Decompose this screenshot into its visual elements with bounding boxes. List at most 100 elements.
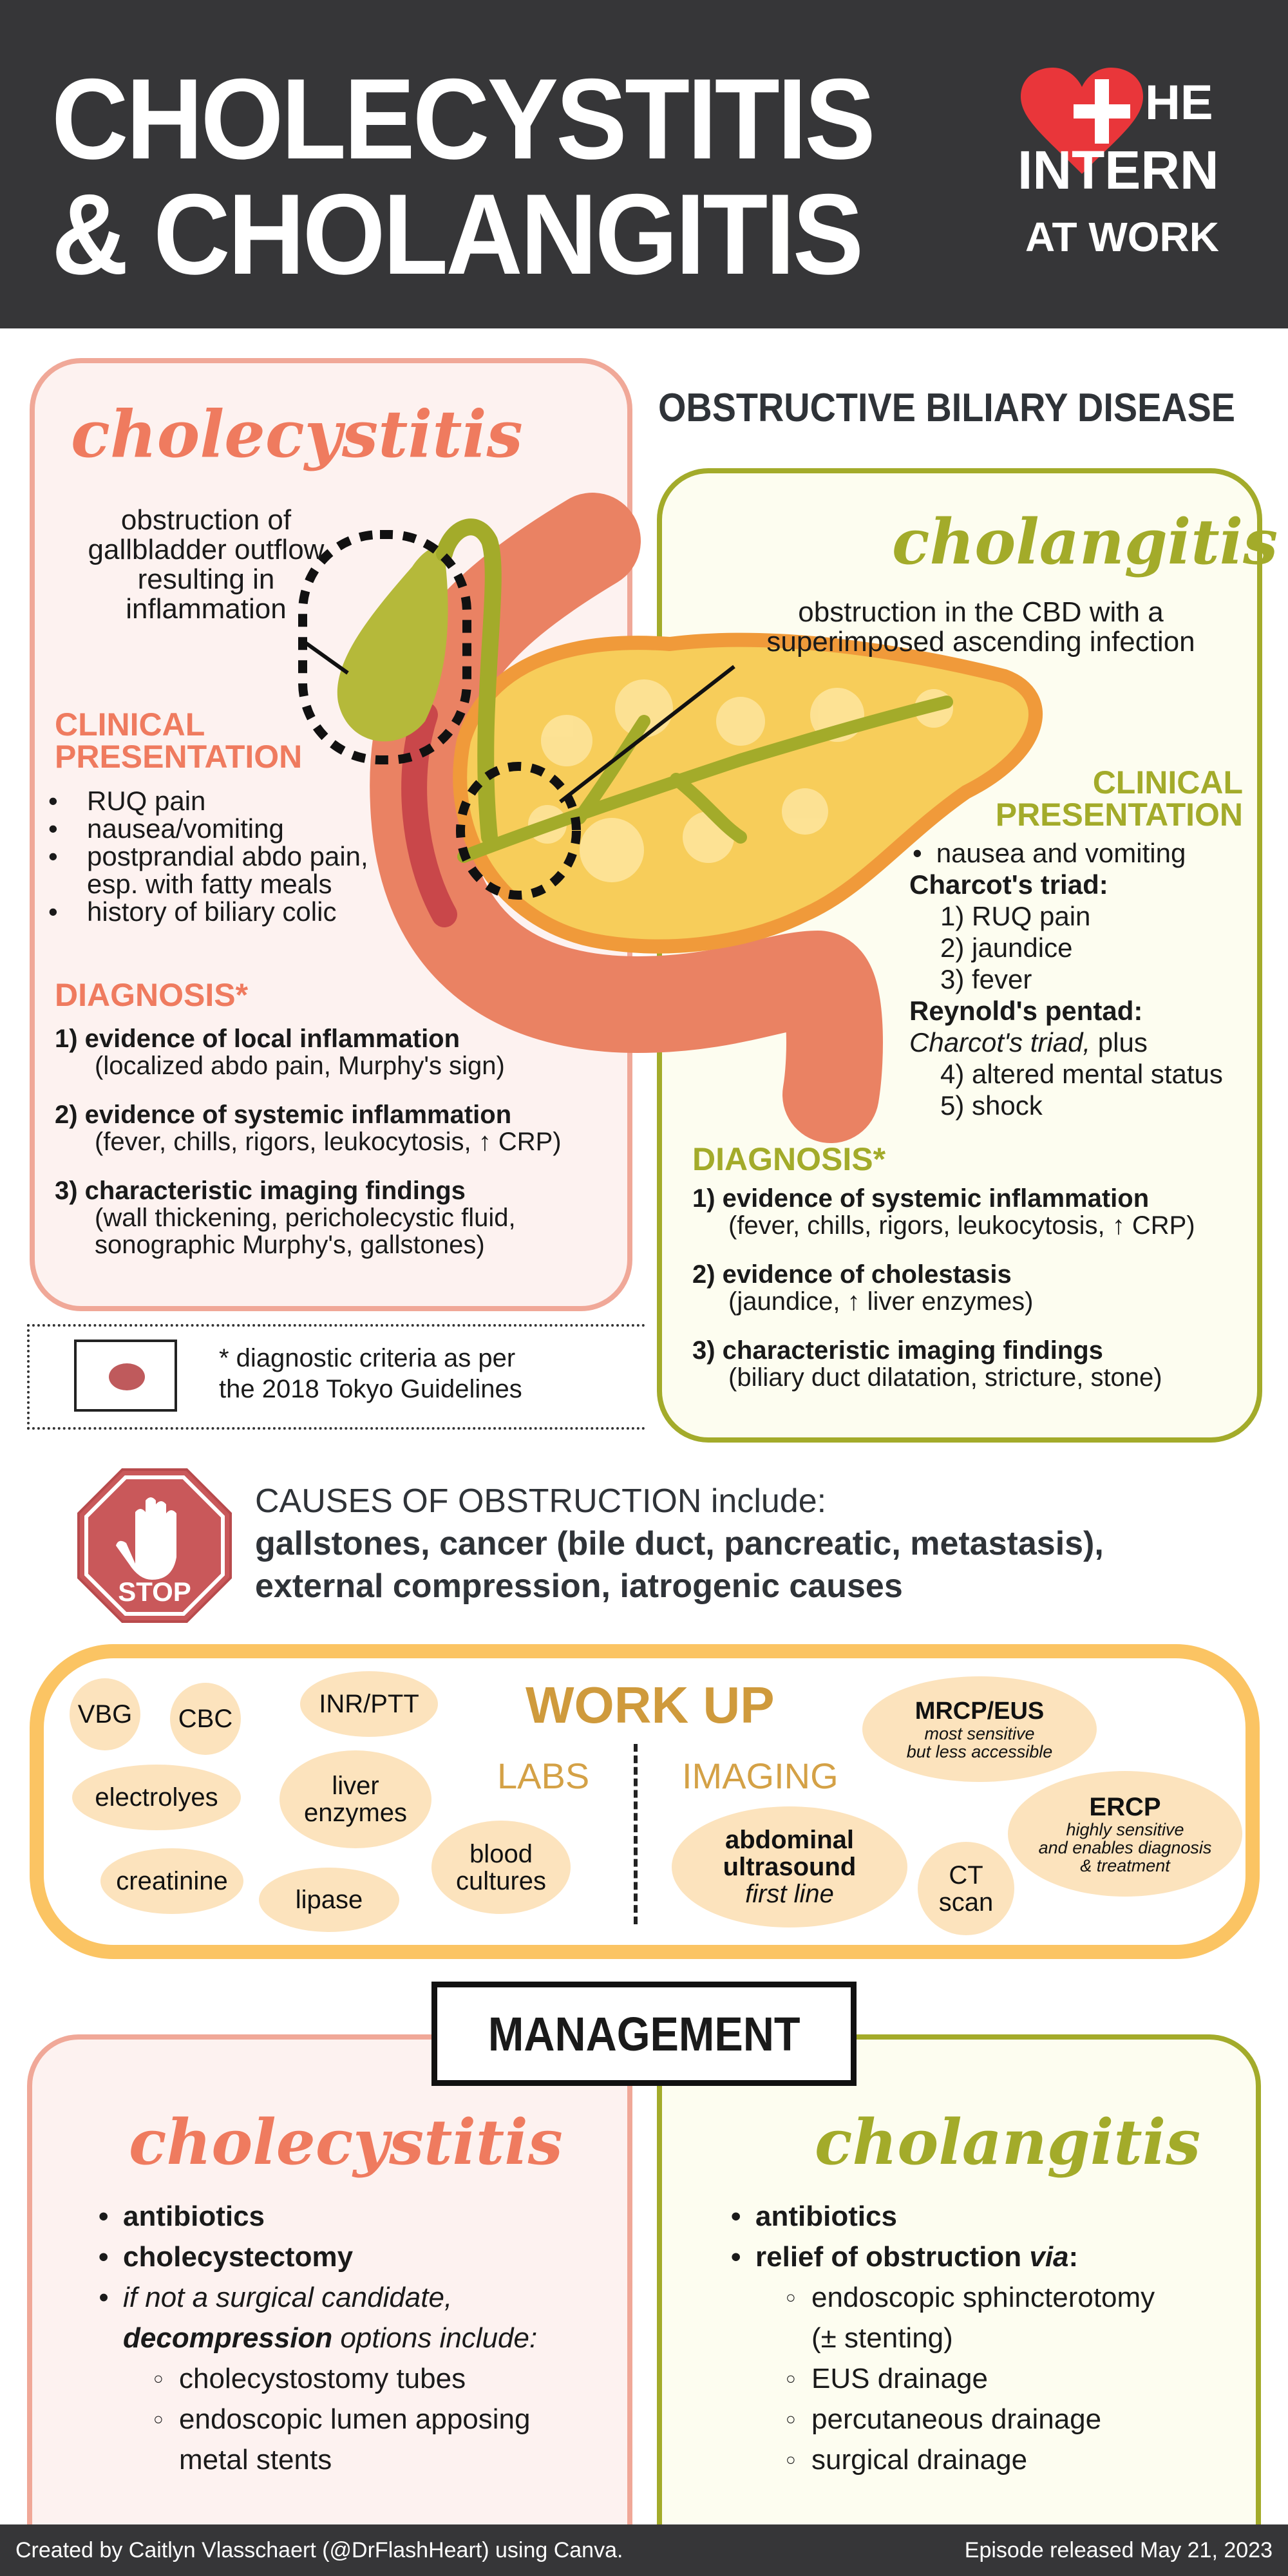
decompression-bold: decompression <box>123 2322 333 2354</box>
japan-flag-icon <box>74 1340 177 1412</box>
logo-intern: INTERN <box>1018 140 1219 200</box>
mgmt-item: relief of obstruction via: <box>731 2237 1155 2277</box>
footnote-box <box>27 1324 645 1430</box>
mgmt-item: if not a surgical candidate, <box>99 2277 537 2318</box>
footnote-line: the 2018 Tokyo Guidelines <box>219 1375 522 1403</box>
duodenum-lumen <box>401 702 457 927</box>
criterion-detail: (fever, chills, rigors, leukocytosis, ↑ … <box>728 1211 1195 1240</box>
gallbladder-highlight-circle <box>298 530 471 764</box>
cholecystitis-clinical-list: RUQ pain nausea/vomiting postprandial ab… <box>42 787 368 925</box>
list-item-continued: esp. with fatty meals <box>87 869 332 899</box>
desc-line: resulting in <box>137 564 275 595</box>
cholangitis-title: cholangitis <box>892 506 1278 578</box>
relief-via: via <box>1029 2241 1069 2273</box>
criterion-detail: (localized abdo pain, Murphy's sign) <box>95 1052 505 1080</box>
mgmt-item-continued: decompression options include: <box>123 2318 537 2358</box>
workup-title: WORK UP <box>526 1676 775 1734</box>
desc-line: inflammation <box>126 593 287 625</box>
criterion-detail: (jaundice, ↑ liver enzymes) <box>728 1287 1034 1316</box>
mgmt-subitem: cholecystostomy tubes <box>153 2358 537 2399</box>
mgmt-item: antibiotics <box>99 2196 537 2237</box>
stop-sign-icon: STOP <box>76 1467 233 1624</box>
cholangitis-diagnosis-heading: DIAGNOSIS* <box>692 1141 886 1177</box>
footnote-line: * diagnostic criteria as per <box>219 1344 516 1372</box>
cholecystitis-clinical-heading: CLINICAL PRESENTATION <box>55 708 302 773</box>
mgmt-subitem-continued: metal stents <box>179 2444 332 2476</box>
decompression-rest: options include: <box>332 2322 538 2354</box>
lab-label: CBC <box>178 1705 233 1733</box>
list-item: nausea/vomiting <box>42 815 368 842</box>
cholecystitis-diagnosis-heading: DIAGNOSIS* <box>55 977 249 1013</box>
criterion-title: 2) evidence of systemic inflammation <box>55 1101 512 1129</box>
pancreas-texture <box>528 679 953 882</box>
desc-line: obstruction in the CBD with a <box>798 596 1164 628</box>
hepatic-ducts <box>457 696 953 863</box>
list-item-text: nausea and vomiting <box>936 838 1186 868</box>
mgmt-cholangitis-title: cholangitis <box>815 2106 1201 2179</box>
diagnosis-item: 1) evidence of systemic inflammation(fev… <box>692 1185 1195 1239</box>
imaging-name: abdominal <box>724 1826 855 1854</box>
imaging-label: IMAGING <box>682 1756 838 1796</box>
biliary-anatomy-illustration <box>298 493 1043 1143</box>
relief-colon: : <box>1068 2241 1079 2273</box>
logo: HE INTERN AT WORK <box>1011 64 1256 270</box>
stop-label: STOP <box>118 1577 191 1607</box>
lab-cbc: CBC <box>170 1683 241 1755</box>
heading-line: CLINICAL <box>1092 764 1243 800</box>
hand-icon <box>116 1497 176 1580</box>
cholecystitis-description: obstruction of gallbladder outflow resul… <box>77 506 335 624</box>
imaging-name: ERCP <box>1089 1792 1161 1821</box>
mgmt-item: antibiotics <box>731 2196 1155 2237</box>
lab-label: VBG <box>77 1700 133 1728</box>
heading-line: CLINICAL <box>55 706 205 743</box>
lab-creatinine: creatinine <box>100 1848 243 1914</box>
reynold-label: Reynold's pentad: <box>909 996 1143 1026</box>
reynold-intro-rest: plus <box>1090 1027 1148 1057</box>
lab-label: INR/PTT <box>319 1690 419 1718</box>
imaging-note: but less accessible <box>906 1742 1053 1761</box>
charcot-label: Charcot's triad: <box>909 869 1108 900</box>
imaging-note: first line <box>745 1880 834 1908</box>
footnote-text: * diagnostic criteria as per the 2018 To… <box>219 1343 522 1405</box>
lab-electrolytes: electrolyes <box>72 1765 241 1830</box>
gallbladder <box>337 547 448 742</box>
cbd-highlight-circle <box>456 762 581 900</box>
list-item: RUQ pain <box>42 787 368 815</box>
charcot-item: 1) RUQ pain <box>940 901 1091 931</box>
management-title-box: MANAGEMENT <box>431 1982 857 2086</box>
criterion-detail: (biliary duct dilatation, stricture, sto… <box>728 1363 1162 1392</box>
imaging-note: highly sensitive <box>1066 1819 1184 1839</box>
criterion-title: 3) characteristic imaging findings <box>692 1336 1103 1365</box>
lab-label: lipase <box>295 1886 363 1914</box>
diagnosis-item: 3) characteristic imaging findings(wall … <box>55 1177 562 1258</box>
mgmt-subitem: EUS drainage <box>786 2358 1155 2399</box>
causes-intro: CAUSES OF OBSTRUCTION include: <box>255 1482 827 1520</box>
mgmt-subitem: surgical drainage <box>786 2439 1155 2480</box>
lab-label: cultures <box>455 1866 547 1895</box>
cholangitis-clinical-list: •nausea and vomiting Charcot's triad: 1)… <box>909 837 1223 1121</box>
diagnosis-item: 3) characteristic imaging findings(bilia… <box>692 1337 1195 1391</box>
mgmt-subitem: endoscopic lumen apposing <box>153 2399 537 2439</box>
header-banner: CHOLECYSTITIS & CHOLANGITIS HE INTERN AT… <box>0 0 1288 328</box>
reynold-intro: Charcot's triad, plus <box>909 1027 1223 1058</box>
lab-label: creatinine <box>116 1867 228 1895</box>
diagnosis-item: 1) evidence of local inflammation(locali… <box>55 1025 562 1079</box>
causes-text: CAUSES OF OBSTRUCTION include: gallstone… <box>255 1480 1104 1607</box>
mgmt-cholecystitis-list: antibiotics cholecystectomy if not a sur… <box>99 2196 537 2480</box>
mgmt-subitem: percutaneous drainage <box>786 2399 1155 2439</box>
lab-lipase: lipase <box>259 1868 399 1932</box>
desc-line: superimposed ascending infection <box>766 626 1195 658</box>
mgmt-cholangitis-list: antibiotics relief of obstruction via: e… <box>731 2196 1155 2480</box>
lab-label: blood <box>469 1839 533 1868</box>
management-title: MANAGEMENT <box>488 2007 800 2061</box>
list-item: history of biliary colic <box>42 898 368 925</box>
cholecystitis-title: cholecystitis <box>71 396 523 472</box>
mgmt-subitem: endoscopic sphincterotomy <box>786 2277 1155 2318</box>
reynold-item: 4) altered mental status <box>940 1059 1223 1089</box>
list-item: •nausea and vomiting <box>913 838 1186 868</box>
